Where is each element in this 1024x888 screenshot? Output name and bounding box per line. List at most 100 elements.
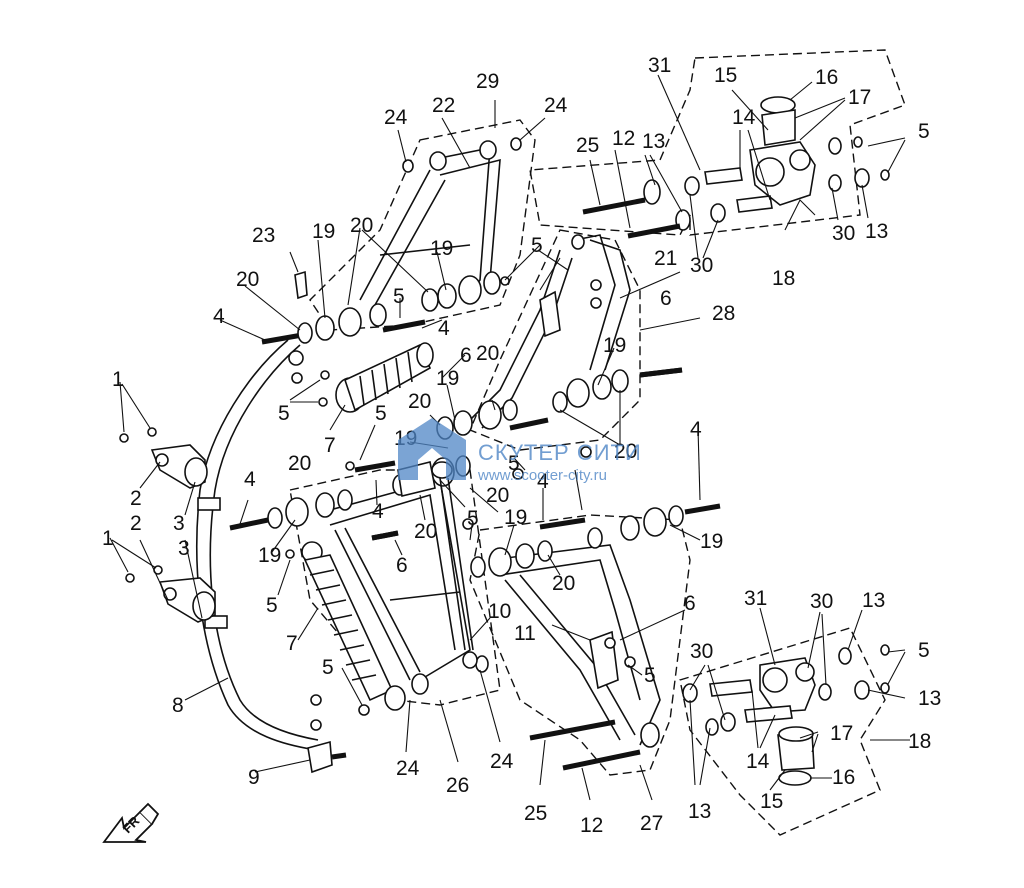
- callout-6-c: 6: [396, 554, 408, 577]
- callout-5-k: 5: [918, 639, 930, 662]
- callout-18-upper: 18: [772, 267, 795, 290]
- callout-8: 8: [172, 694, 184, 717]
- callout-4-c: 4: [438, 317, 450, 340]
- callout-18-lower: 18: [908, 730, 931, 753]
- callout-20-e: 20: [614, 440, 637, 463]
- outline-lower-right-knuckle: [679, 627, 886, 836]
- callout-1-lower: 1: [102, 527, 114, 550]
- callout-4-b: 4: [244, 468, 256, 491]
- callout-30-d: 30: [690, 640, 713, 663]
- watermark: СКУТЕР СИТИ www.scooter-city.ru: [398, 418, 642, 484]
- callout-16-lower: 16: [832, 766, 855, 789]
- callout-20-i: 20: [552, 572, 575, 595]
- callout-26: 26: [446, 774, 469, 797]
- callout-15-lower: 15: [760, 790, 783, 813]
- callout-24-d: 24: [490, 750, 514, 773]
- callout-19-c: 19: [603, 334, 626, 357]
- callout-19-g: 19: [504, 506, 527, 529]
- callout-14-lower: 14: [746, 750, 770, 773]
- watermark-url: www.scooter-city.ru: [477, 467, 607, 484]
- callout-20-f: 20: [288, 452, 311, 475]
- callout-4-e: 4: [537, 470, 549, 493]
- callout-5-a: 5: [278, 402, 290, 425]
- callout-3-upper: 3: [173, 512, 185, 535]
- callout-13-c: 13: [862, 589, 885, 612]
- callout-20-b: 20: [236, 268, 259, 291]
- callout-13-b: 13: [865, 220, 888, 243]
- forward-arrow: FR: [102, 802, 160, 843]
- outline-upper-right-arm-28: [469, 229, 641, 451]
- stabilizer-brackets: [119, 427, 216, 623]
- callout-20-d: 20: [408, 390, 431, 413]
- lower-knuckle: [529, 644, 890, 786]
- callout-12-upper: 12: [612, 127, 635, 150]
- callout-28: 28: [712, 302, 735, 325]
- callout-7-lower: 7: [286, 632, 298, 655]
- callout-25-lower: 25: [524, 802, 547, 825]
- tie-rod: [397, 461, 478, 669]
- callout-30-c: 30: [810, 590, 833, 613]
- callout-19-f: 19: [258, 544, 281, 567]
- watermark-title: СКУТЕР СИТИ: [478, 440, 642, 465]
- callout-27: 27: [640, 812, 663, 835]
- assembly-outlines: [289, 49, 906, 836]
- callout-5-e: 5: [508, 452, 520, 475]
- callout-1-upper: 1: [112, 368, 124, 391]
- callout-16-upper: 16: [815, 66, 838, 89]
- outline-upper-arm-29: [309, 119, 536, 331]
- callout-13-d: 13: [918, 687, 941, 710]
- callout-23: 23: [252, 224, 275, 247]
- upper-right-arm: [469, 234, 631, 429]
- callout-17-lower: 17: [830, 722, 853, 745]
- callout-labels: 1 1 2 2 3 3 4 4 4 4 4 4 5 5 5 5 5 5 5 5 …: [102, 54, 941, 837]
- bushings-upper-left: [261, 270, 510, 345]
- callout-22: 22: [432, 94, 455, 117]
- callout-24-a: 24: [384, 106, 408, 129]
- callout-14-upper: 14: [732, 106, 756, 129]
- callout-20-g: 20: [486, 484, 509, 507]
- callout-6-a: 6: [460, 344, 472, 367]
- callout-31-upper: 31: [648, 54, 671, 77]
- callout-5-h: 5: [322, 656, 334, 679]
- upper-knuckle: [582, 96, 890, 239]
- callout-9: 9: [248, 766, 260, 789]
- callout-6-b: 6: [660, 287, 672, 310]
- shock-absorber-upper: [318, 342, 434, 413]
- callout-12-lower: 12: [580, 814, 603, 837]
- callout-6-d: 6: [684, 592, 696, 615]
- callout-10: 10: [488, 600, 511, 623]
- stabilizer-link: [307, 694, 347, 774]
- callout-31-lower: 31: [744, 587, 767, 610]
- callout-20-h: 20: [414, 520, 437, 543]
- callout-25-upper: 25: [576, 134, 599, 157]
- callout-30-a: 30: [832, 222, 855, 245]
- leader-lines: [109, 74, 910, 801]
- callout-30-b: 30: [690, 254, 713, 277]
- callout-20-a: 20: [350, 214, 373, 237]
- callout-2-lower: 2: [130, 512, 142, 535]
- callout-5-g: 5: [266, 594, 278, 617]
- callout-3-lower: 3: [178, 537, 190, 560]
- callout-13-a: 13: [642, 130, 665, 153]
- callout-17-upper: 17: [848, 86, 871, 109]
- stabilizer-bar: [195, 339, 319, 751]
- callout-13-e: 13: [688, 800, 711, 823]
- misc-fasteners: [285, 367, 683, 668]
- callout-5-f: 5: [467, 507, 479, 530]
- callout-4-f: 4: [690, 418, 702, 441]
- watermark-logo-icon: [398, 418, 466, 480]
- shock-absorber-lower: [301, 541, 406, 716]
- callout-19-b: 19: [430, 237, 453, 260]
- callout-29: 29: [476, 70, 499, 93]
- callout-24-b: 24: [544, 94, 568, 117]
- callout-4-d: 4: [372, 500, 384, 523]
- callout-21: 21: [654, 247, 677, 270]
- callout-5-d: 5: [531, 234, 543, 257]
- callout-5-i: 5: [644, 664, 656, 687]
- bushings-mid-right: [436, 367, 683, 440]
- callout-19-d: 19: [436, 367, 459, 390]
- callout-19-a: 19: [312, 220, 335, 243]
- callout-5-c: 5: [393, 285, 405, 308]
- callout-19-h: 19: [700, 530, 723, 553]
